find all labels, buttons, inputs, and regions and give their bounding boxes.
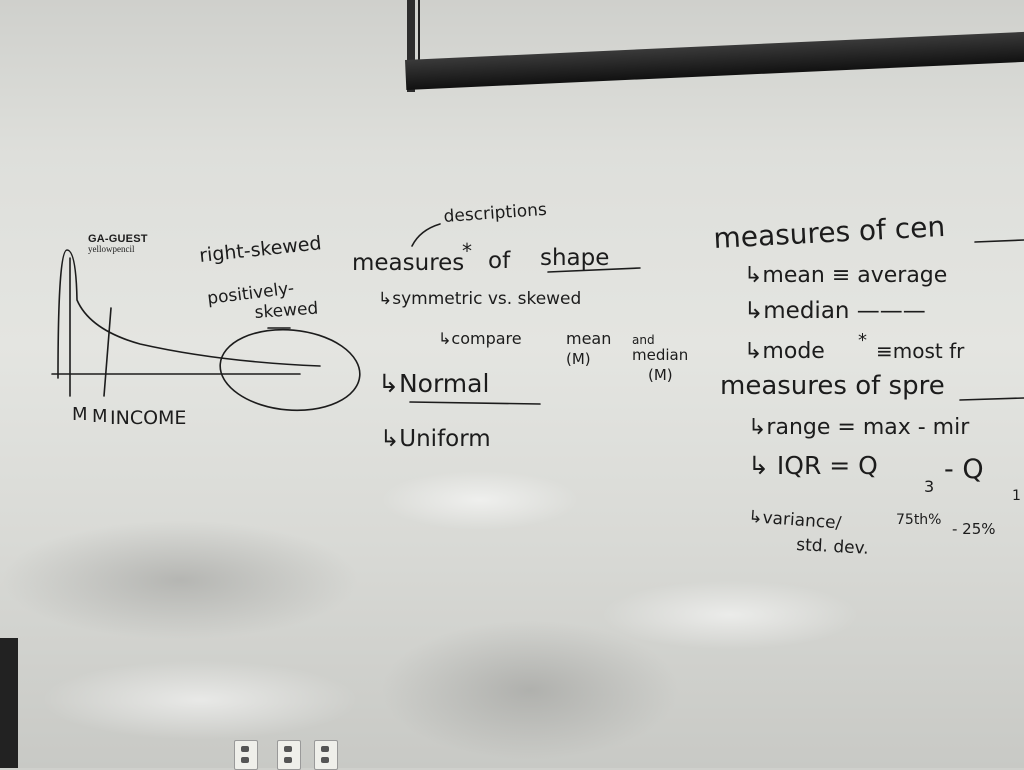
spread-range: ↳range = max - mir [748,415,970,440]
sticker-line-1: GA-GUEST [88,233,148,245]
wifi-sticker: GA-GUEST yellowpencil [88,234,148,254]
center-heading: measures of cen [713,210,946,255]
tail-circle [219,328,361,412]
sticker-line-2: yellowpencil [88,244,135,254]
shape-heading-star: * [462,239,472,263]
center-mean: ↳mean ≡ average [744,263,947,288]
center-mode-def: ≡most fr [876,339,965,363]
shape-and: and [632,333,655,347]
shape-heading-of: of [488,248,511,274]
spread-q3-sub: 3 [924,477,934,496]
axis-label-income: INCOME [110,407,186,429]
distribution-curve [57,249,321,379]
spread-std: std. dev. [796,535,869,559]
shape-mean-symbol: (M) [566,350,591,368]
median-line [103,307,112,397]
shape-heading-measures: measures [352,250,464,276]
spread-75th: 75th% [896,512,941,528]
center-mode-star: * [858,330,867,351]
wall-post [0,638,18,768]
shape-normal: ↳Normal [378,369,489,398]
arrow-line [411,223,441,247]
shape-median-symbol: (M) [648,366,673,384]
note-right-skewed: right-skewed [198,232,322,267]
center-median: ↳median ——— [744,298,926,324]
shape-descriptions: descriptions [443,200,548,227]
spread-variance: ↳variance/ [748,507,843,533]
spread-iqr: ↳ IQR = Q [748,451,878,480]
axis-label-m1: M [72,404,88,425]
shape-compare: ↳compare [438,329,522,348]
axis-label-m2: M [92,406,108,427]
center-mode: ↳mode [744,339,825,364]
projector-screen-pole [407,0,415,92]
shape-mean: mean [566,329,611,348]
cable [418,0,420,60]
shape-median: median [632,346,688,364]
note-skewed: skewed [254,299,319,323]
shape-symmetric: ↳symmetric vs. skewed [378,289,581,309]
shape-heading-shape: shape [540,245,609,271]
spread-25th: - 25% [952,520,996,538]
shape-uniform: ↳Uniform [380,426,491,452]
skew-sketch: M M INCOME [51,249,361,429]
spread-q1-sub: 1 [1012,488,1021,504]
spread-minus-q: - Q [944,454,984,485]
spread-heading: measures of spre [720,371,945,401]
